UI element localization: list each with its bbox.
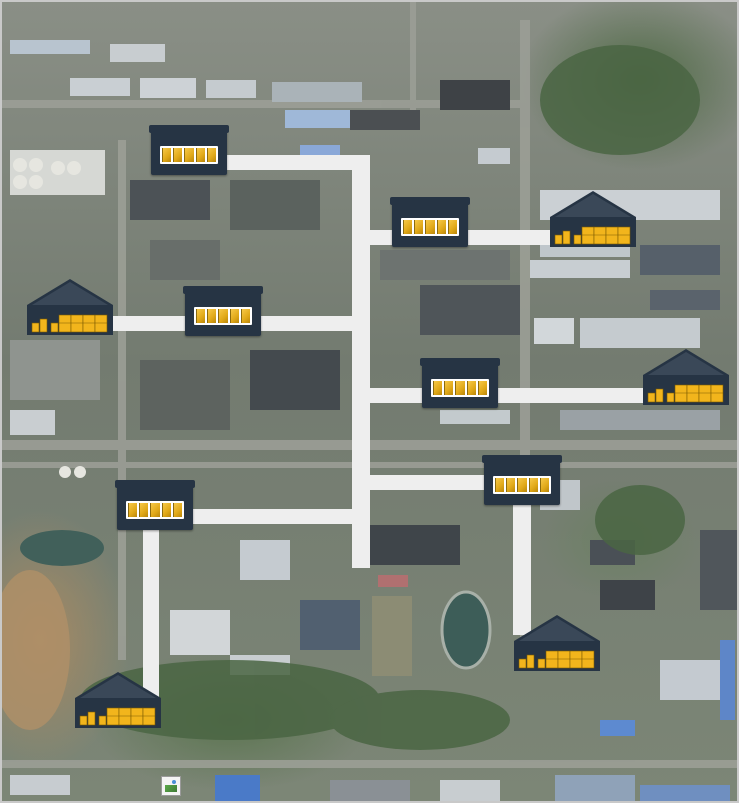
- conveyor-drop-right: [513, 495, 531, 635]
- warehouse-icon[interactable]: [550, 191, 636, 247]
- pallet-rack: [160, 146, 218, 164]
- conveyor-station-icon[interactable]: [420, 358, 500, 408]
- broken-image-icon: [161, 776, 181, 796]
- pallet-rack: [431, 379, 489, 397]
- conveyor-station-icon[interactable]: [482, 455, 562, 505]
- warehouse-icon[interactable]: [27, 279, 113, 335]
- warehouse-icon[interactable]: [75, 672, 161, 728]
- pallet-rack: [194, 307, 252, 325]
- warehouse-icon[interactable]: [514, 615, 600, 671]
- pallet-rack: [493, 476, 551, 494]
- warehouse-icon[interactable]: [643, 349, 729, 405]
- conveyor-station-icon[interactable]: [183, 286, 263, 336]
- conveyor-station-icon[interactable]: [115, 480, 195, 530]
- pallet-rack: [126, 501, 184, 519]
- conveyor-station-icon[interactable]: [149, 125, 229, 175]
- conveyor-link-station-5: [185, 509, 362, 524]
- pallet-rack: [401, 218, 459, 236]
- conveyor-link-right-mid: [364, 388, 654, 403]
- conveyor-link-station-6: [364, 475, 496, 490]
- conveyor-top-link: [214, 155, 364, 170]
- conveyor-main-trunk: [352, 155, 370, 568]
- conveyor-station-icon[interactable]: [390, 197, 470, 247]
- conveyor-drop-left: [143, 522, 159, 697]
